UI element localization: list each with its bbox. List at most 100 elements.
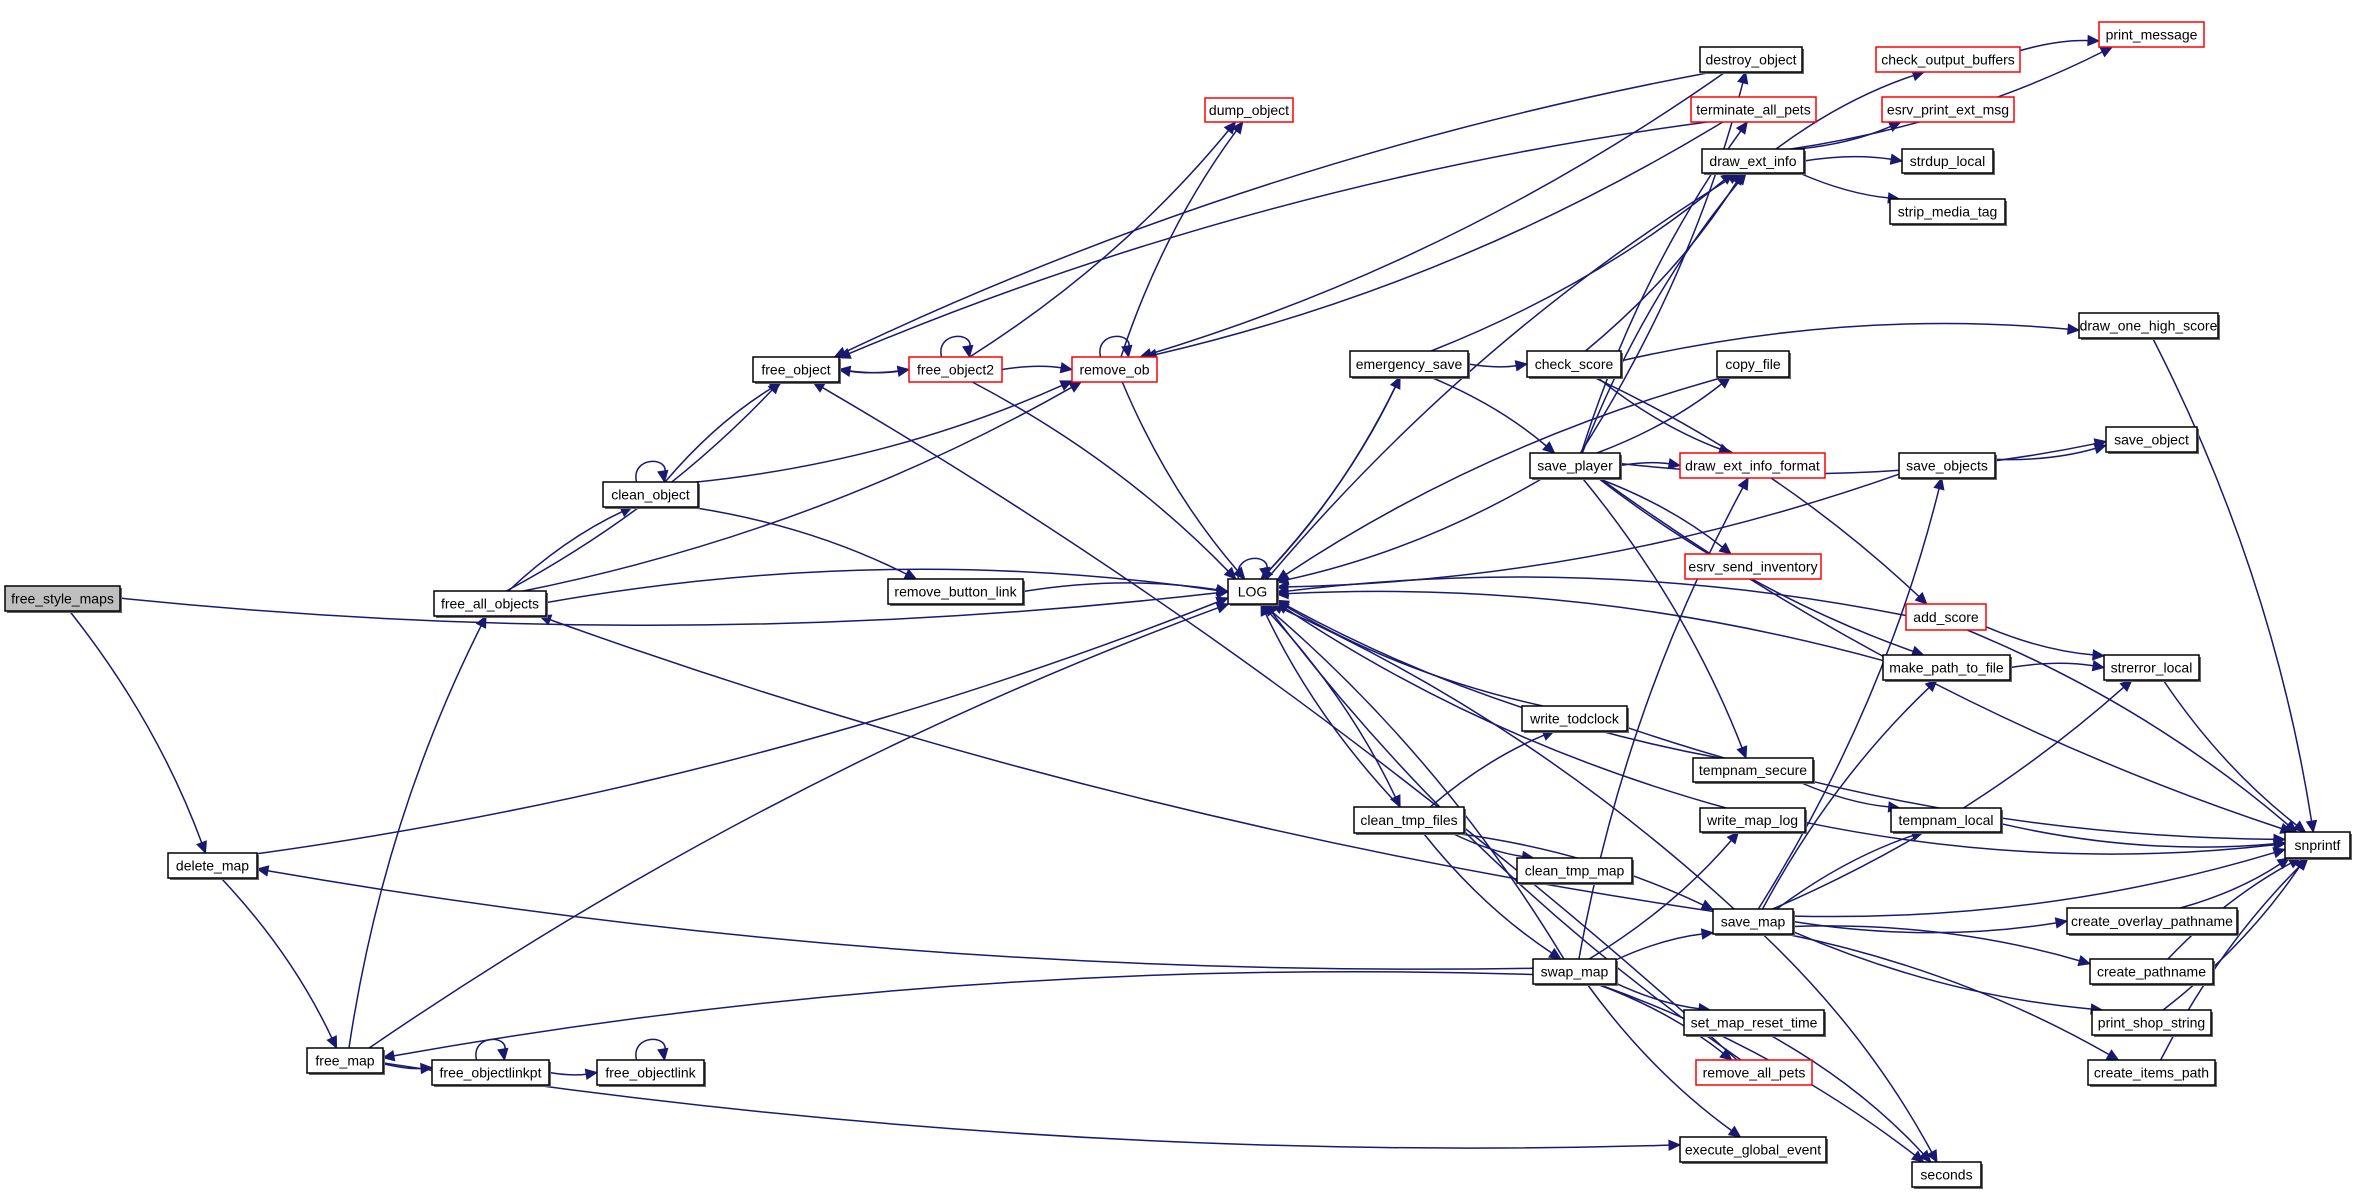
node-box[interactable] xyxy=(887,578,1024,605)
node-free_objectlink[interactable]: free_objectlink xyxy=(596,1059,706,1087)
node-box[interactable] xyxy=(1683,1009,1825,1036)
node-free_objectlinkpt[interactable]: free_objectlinkpt xyxy=(431,1059,551,1087)
node-box[interactable] xyxy=(2087,1059,2216,1086)
node-seconds[interactable]: seconds xyxy=(1911,1161,1983,1189)
node-box[interactable] xyxy=(1349,350,1469,378)
node-box[interactable] xyxy=(1204,97,1294,123)
node-box[interactable] xyxy=(2105,426,2198,453)
node-box[interactable] xyxy=(1692,757,1814,783)
node-box[interactable] xyxy=(596,1059,705,1086)
node-box[interactable] xyxy=(1911,1161,1982,1188)
node-box[interactable] xyxy=(2098,21,2205,48)
node-free_all_objects[interactable]: free_all_objects xyxy=(433,590,548,618)
node-set_map_reset_time[interactable]: set_map_reset_time xyxy=(1683,1009,1826,1037)
node-print_shop_string[interactable]: print_shop_string xyxy=(2091,1009,2213,1037)
node-clean_tmp_map[interactable]: clean_tmp_map xyxy=(1516,857,1634,885)
node-box[interactable] xyxy=(752,356,840,383)
node-box[interactable] xyxy=(1898,452,1996,479)
node-box[interactable] xyxy=(1521,705,1628,732)
node-box[interactable] xyxy=(431,1059,550,1086)
node-create_overlay_pathname[interactable]: create_overlay_pathname xyxy=(2066,907,2239,936)
node-LOG[interactable]: LOG xyxy=(1227,578,1279,606)
node-box[interactable] xyxy=(1227,578,1278,605)
node-check_output_buffers[interactable]: check_output_buffers xyxy=(1875,46,2021,73)
node-box[interactable] xyxy=(1889,198,2006,225)
node-box[interactable] xyxy=(908,356,1003,383)
node-tempnam_local[interactable]: tempnam_local xyxy=(1890,807,2003,834)
node-box[interactable] xyxy=(2091,1009,2212,1036)
node-remove_ob[interactable]: remove_ob xyxy=(1071,356,1158,383)
node-draw_one_high_score[interactable]: draw_one_high_score xyxy=(2078,312,2220,340)
node-clean_tmp_files[interactable]: clean_tmp_files xyxy=(1353,806,1466,835)
node-emergency_save[interactable]: emergency_save xyxy=(1349,350,1470,379)
node-swap_map[interactable]: swap_map xyxy=(1532,958,1618,986)
node-free_object[interactable]: free_object xyxy=(752,356,841,384)
node-box[interactable] xyxy=(2078,312,2219,339)
node-box[interactable] xyxy=(602,481,699,508)
node-copy_file[interactable]: copy_file xyxy=(1716,350,1791,379)
node-box[interactable] xyxy=(2066,907,2238,935)
node-execute_global_event[interactable]: execute_global_event xyxy=(1679,1136,1828,1164)
node-save_object[interactable]: save_object xyxy=(2105,426,2199,454)
node-write_todclock[interactable]: write_todclock xyxy=(1521,705,1629,733)
node-draw_ext_info[interactable]: draw_ext_info xyxy=(1701,148,1806,175)
node-box[interactable] xyxy=(1890,807,2002,833)
node-box[interactable] xyxy=(2284,831,2351,859)
node-snprintf[interactable]: snprintf xyxy=(2284,831,2352,860)
node-box[interactable] xyxy=(1679,1136,1827,1163)
node-free_style_maps[interactable]: free_style_maps xyxy=(4,585,122,613)
node-box[interactable] xyxy=(1695,1059,1813,1086)
node-box[interactable] xyxy=(1905,603,1987,631)
node-draw_ext_info_format[interactable]: draw_ext_info_format xyxy=(1679,452,1826,479)
node-box[interactable] xyxy=(1701,148,1805,174)
node-free_map[interactable]: free_map xyxy=(306,1047,385,1075)
node-save_map[interactable]: save_map xyxy=(1712,908,1795,936)
node-strip_media_tag[interactable]: strip_media_tag xyxy=(1889,198,2007,226)
node-box[interactable] xyxy=(167,852,258,879)
node-box[interactable] xyxy=(306,1047,384,1074)
node-write_map_log[interactable]: write_map_log xyxy=(1699,807,1807,834)
node-remove_all_pets[interactable]: remove_all_pets xyxy=(1695,1059,1813,1086)
node-box[interactable] xyxy=(1516,857,1633,884)
node-box[interactable] xyxy=(1532,958,1617,985)
node-terminate_all_pets[interactable]: terminate_all_pets xyxy=(1690,96,1817,123)
node-box[interactable] xyxy=(433,590,547,617)
node-create_pathname[interactable]: create_pathname xyxy=(2089,958,2215,986)
node-box[interactable] xyxy=(1690,96,1817,123)
node-box[interactable] xyxy=(1699,807,1806,833)
node-box[interactable] xyxy=(1875,46,2021,73)
node-box[interactable] xyxy=(1526,350,1622,378)
node-strdup_local[interactable]: strdup_local xyxy=(1901,148,1995,175)
node-box[interactable] xyxy=(1716,350,1790,378)
node-box[interactable] xyxy=(1699,46,1803,73)
node-add_score[interactable]: add_score xyxy=(1905,603,1987,631)
node-dump_object[interactable]: dump_object xyxy=(1204,97,1294,123)
node-create_items_path[interactable]: create_items_path xyxy=(2087,1059,2217,1087)
node-box[interactable] xyxy=(1679,452,1826,479)
node-tempnam_secure[interactable]: tempnam_secure xyxy=(1692,757,1815,784)
node-check_score[interactable]: check_score xyxy=(1526,350,1623,379)
node-make_path_to_file[interactable]: make_path_to_file xyxy=(1882,654,2012,682)
node-free_object2[interactable]: free_object2 xyxy=(908,356,1003,383)
node-esrv_send_inventory[interactable]: esrv_send_inventory xyxy=(1684,553,1822,580)
node-esrv_print_ext_msg[interactable]: esrv_print_ext_msg xyxy=(1881,96,2015,123)
node-remove_button_link[interactable]: remove_button_link xyxy=(887,578,1025,606)
node-strerror_local[interactable]: strerror_local xyxy=(2103,654,2201,682)
node-box[interactable] xyxy=(4,585,121,612)
node-clean_object[interactable]: clean_object xyxy=(602,481,700,509)
node-box[interactable] xyxy=(2089,958,2214,985)
node-save_objects[interactable]: save_objects xyxy=(1898,452,1997,480)
node-destroy_object[interactable]: destroy_object xyxy=(1699,46,1804,74)
node-save_player[interactable]: save_player xyxy=(1529,452,1622,480)
node-box[interactable] xyxy=(1071,356,1158,383)
node-box[interactable] xyxy=(1712,908,1794,935)
node-box[interactable] xyxy=(1901,148,1994,174)
node-box[interactable] xyxy=(1882,654,2011,681)
node-box[interactable] xyxy=(2103,654,2200,681)
node-box[interactable] xyxy=(1684,553,1822,580)
node-delete_map[interactable]: delete_map xyxy=(167,852,259,880)
node-print_message[interactable]: print_message xyxy=(2098,21,2205,48)
node-box[interactable] xyxy=(1353,806,1465,834)
node-box[interactable] xyxy=(1881,96,2015,123)
node-box[interactable] xyxy=(1529,452,1621,479)
